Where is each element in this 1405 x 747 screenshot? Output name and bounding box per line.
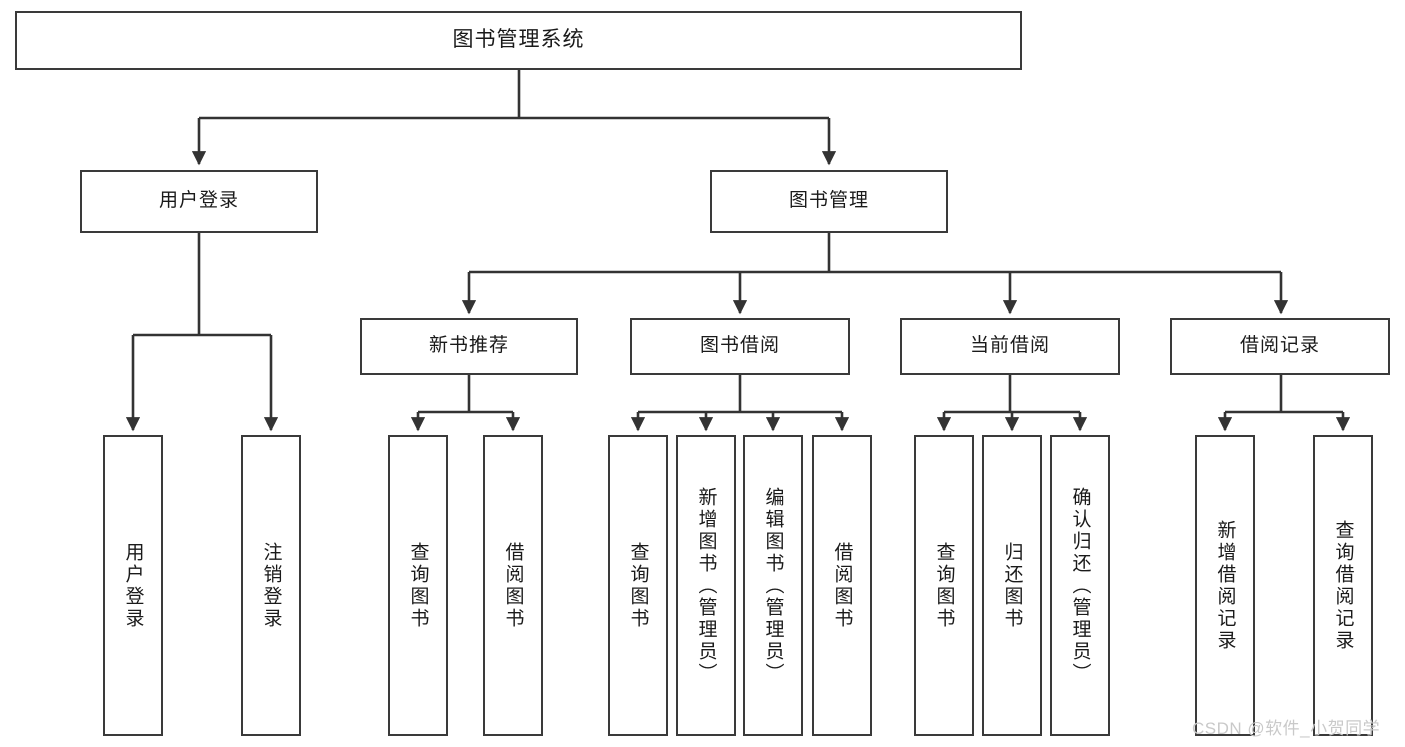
node-book-management-label: 图书管理: [788, 190, 869, 212]
leaf-record-add-record-label: 新增借阅记录: [1214, 519, 1236, 652]
leaf-record-query-record[interactable]: 查询借阅记录: [1313, 435, 1373, 736]
leaf-borrow-lend-book[interactable]: 借阅图书: [812, 435, 872, 736]
node-current-borrow-label: 当前借阅: [969, 335, 1050, 357]
node-user-login[interactable]: 用户登录: [80, 170, 318, 233]
leaf-newbook-query-book[interactable]: 查询图书: [388, 435, 448, 736]
leaf-current-confirm-return-label: 确认归还（管理员）: [1069, 486, 1091, 685]
node-current-borrow[interactable]: 当前借阅: [900, 318, 1120, 375]
leaf-user-login-label: 用户登录: [122, 541, 144, 630]
leaf-borrow-add-book[interactable]: 新增图书（管理员）: [676, 435, 736, 736]
node-book-borrow-label: 图书借阅: [699, 335, 780, 357]
leaf-borrow-lend-book-label: 借阅图书: [831, 541, 853, 630]
node-book-management[interactable]: 图书管理: [710, 170, 948, 233]
leaf-borrow-query-book-label: 查询图书: [627, 541, 649, 630]
leaf-user-login[interactable]: 用户登录: [103, 435, 163, 736]
leaf-current-query-book[interactable]: 查询图书: [914, 435, 974, 736]
node-user-login-label: 用户登录: [158, 190, 239, 212]
leaf-user-logout-label: 注销登录: [260, 541, 282, 630]
node-new-book-recommend-label: 新书推荐: [428, 335, 509, 357]
leaf-current-confirm-return[interactable]: 确认归还（管理员）: [1050, 435, 1110, 736]
node-borrow-record[interactable]: 借阅记录: [1170, 318, 1390, 375]
leaf-borrow-edit-book-label: 编辑图书（管理员）: [762, 486, 784, 685]
leaf-newbook-query-book-label: 查询图书: [407, 541, 429, 630]
leaf-borrow-query-book[interactable]: 查询图书: [608, 435, 668, 736]
node-root-label: 图书管理系统: [452, 28, 585, 52]
leaf-newbook-borrow-book-label: 借阅图书: [502, 541, 524, 630]
node-new-book-recommend[interactable]: 新书推荐: [360, 318, 578, 375]
leaf-record-add-record[interactable]: 新增借阅记录: [1195, 435, 1255, 736]
leaf-user-logout[interactable]: 注销登录: [241, 435, 301, 736]
leaf-current-query-book-label: 查询图书: [933, 541, 955, 630]
leaf-current-return-book-label: 归还图书: [1001, 541, 1023, 630]
node-root-system[interactable]: 图书管理系统: [15, 11, 1022, 70]
leaf-newbook-borrow-book[interactable]: 借阅图书: [483, 435, 543, 736]
csdn-watermark: CSDN @软件_小贺同学: [1192, 719, 1381, 738]
leaf-borrow-add-book-label: 新增图书（管理员）: [695, 486, 717, 685]
node-book-borrow[interactable]: 图书借阅: [630, 318, 850, 375]
node-borrow-record-label: 借阅记录: [1239, 335, 1320, 357]
leaf-record-query-record-label: 查询借阅记录: [1332, 519, 1354, 652]
leaf-borrow-edit-book[interactable]: 编辑图书（管理员）: [743, 435, 803, 736]
leaf-current-return-book[interactable]: 归还图书: [982, 435, 1042, 736]
